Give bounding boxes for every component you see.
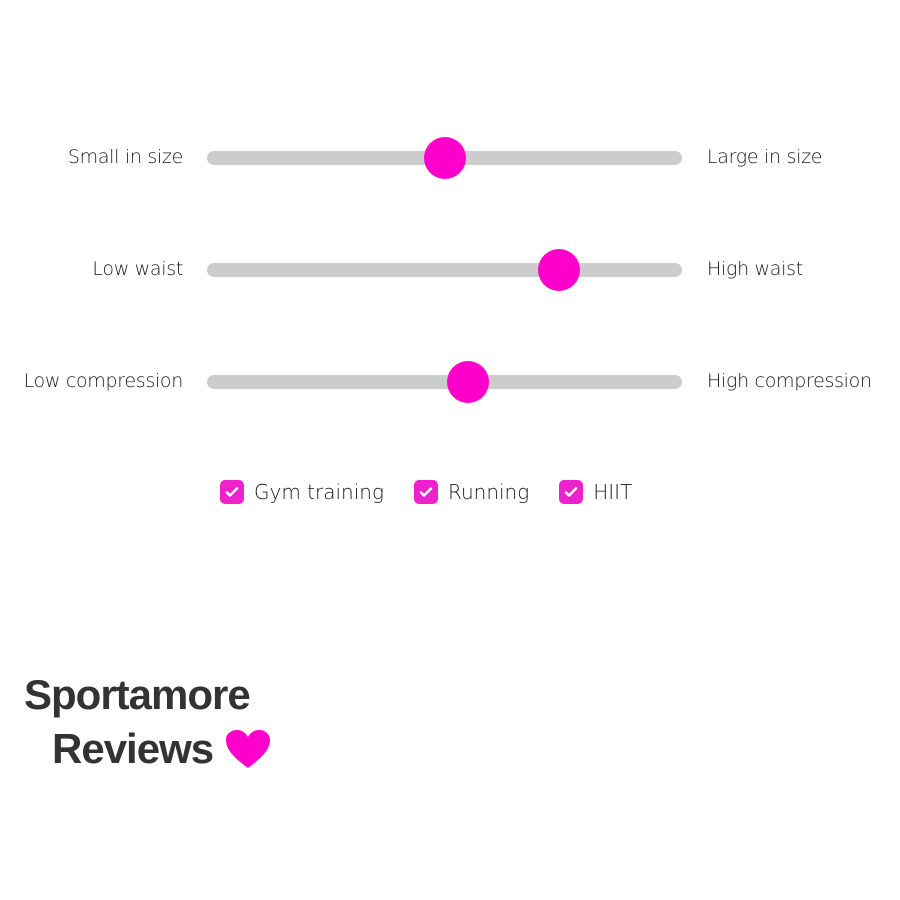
slider-thumb[interactable] [447,361,490,403]
slider-track[interactable] [207,137,682,179]
slider-right-label: Large in size [707,146,823,168]
slider-right-label: High compression [707,370,872,392]
slider-track[interactable] [207,249,682,291]
activity-checkboxes: Gym training Running HIIT [220,480,632,504]
slider-thumb[interactable] [537,249,580,291]
logo-line2: Reviews [52,725,214,772]
checkbox-gym-training[interactable]: Gym training [220,480,384,504]
checkbox-checked-icon[interactable] [413,480,438,504]
slider-thumb[interactable] [423,137,466,179]
checkbox-label: Gym training [254,480,384,504]
checkbox-checked-icon[interactable] [559,480,584,504]
checkbox-running[interactable]: Running [413,480,530,504]
heart-icon [226,730,271,768]
slider-track[interactable] [207,361,682,403]
slider-waist: Low waist High waist [0,249,900,291]
checkbox-checked-icon[interactable] [220,480,244,504]
slider-left-label: Small in size [67,146,183,168]
slider-right-label: High waist [707,258,803,280]
logo-line1: Sportamore [24,671,251,718]
slider-left-label: Low waist [92,258,183,280]
slider-compression: Low compression High compression [0,361,900,403]
slider-size: Small in size Large in size [0,137,900,179]
checkbox-hiit[interactable]: HIIT [559,480,632,504]
sportamore-reviews-logo: Sportamore Reviews [24,668,271,776]
checkbox-label: HIIT [593,480,633,504]
checkbox-label: Running [447,480,530,504]
slider-left-label: Low compression [23,370,184,392]
